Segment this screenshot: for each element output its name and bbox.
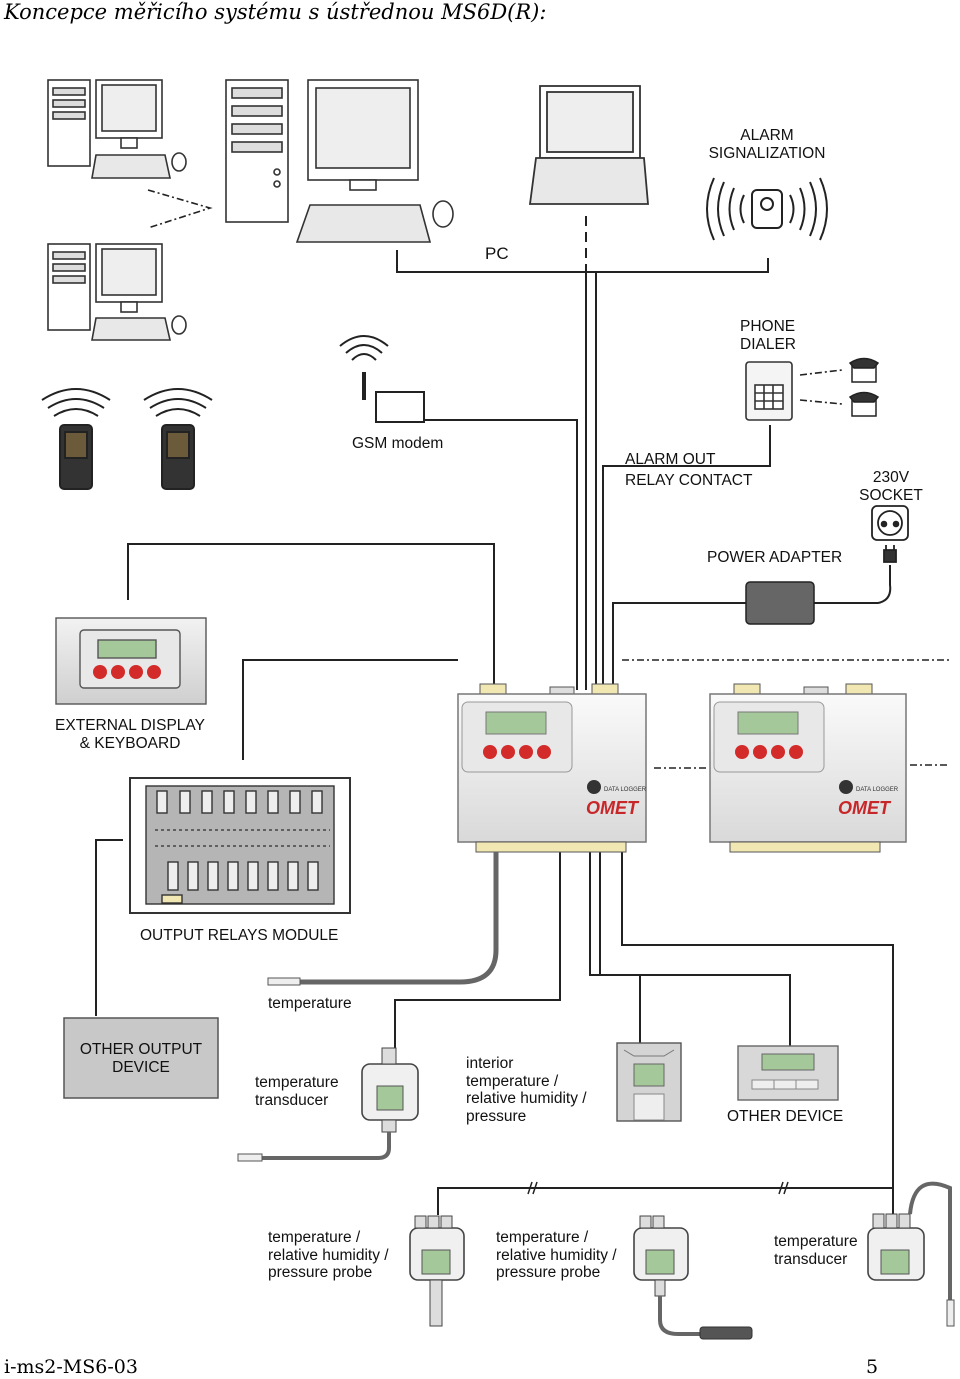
alarm-siren-icon xyxy=(706,177,828,241)
other-device-label: OTHER DEVICE xyxy=(727,1108,844,1125)
gsm-modem-label: GSM modem xyxy=(352,435,444,452)
temperature-transducer xyxy=(237,1047,419,1162)
page-title: Koncepce měřicího systému s ústřednou MS… xyxy=(4,0,547,24)
mobile-phone-icon xyxy=(143,388,213,490)
humidity-probe-1 xyxy=(409,1215,465,1327)
dashed-lines xyxy=(147,189,950,769)
phone-dialer-icon xyxy=(745,361,793,421)
external-display-icon xyxy=(55,617,207,705)
gsm-modem-icon xyxy=(339,335,425,423)
computer-icon xyxy=(47,79,187,179)
interior-sensor xyxy=(616,1042,682,1122)
other-output-device xyxy=(63,1017,219,1099)
power-adapter-label: POWER ADAPTER xyxy=(707,549,843,566)
temperature-label: temperature xyxy=(268,995,352,1012)
output-relays-module xyxy=(129,777,351,914)
mobile-phone-icon xyxy=(41,388,111,490)
connection-lines xyxy=(95,216,894,1215)
telephone-icon xyxy=(848,357,880,383)
humidity-probe-2 xyxy=(633,1215,753,1340)
output-relays-label: OUTPUT RELAYS MODULE xyxy=(140,927,339,944)
footer-doc-id: i-ms2-MS6-03 xyxy=(4,1356,138,1378)
data-logger-label: DATA LOGGER xyxy=(856,787,899,793)
external-display-label: EXTERNAL DISPLAY& KEYBOARD xyxy=(55,717,205,752)
relay-row xyxy=(156,790,323,891)
power-adapter-icon xyxy=(745,581,815,625)
data-logger-main: OMET DATA LOGGER xyxy=(457,683,647,853)
computer-icon xyxy=(225,79,454,243)
footer-page-number: 5 xyxy=(866,1356,879,1378)
brand-logo: OMET xyxy=(586,798,640,818)
break-marks xyxy=(527,1181,789,1195)
data-logger-secondary: OMET DATA LOGGER xyxy=(709,683,907,853)
pc-label: PC xyxy=(485,244,509,263)
other-device xyxy=(737,1045,839,1101)
telephone-icon xyxy=(848,391,880,417)
laptop-icon xyxy=(528,85,649,205)
brand-logo: OMET xyxy=(838,798,892,818)
temperature-probe xyxy=(267,852,499,986)
temperature-transducer-2 xyxy=(867,1181,955,1327)
probe-2-label: temperature /relative humidity /pressure… xyxy=(496,1229,617,1281)
probe-1-label: temperature /relative humidity /pressure… xyxy=(268,1229,389,1281)
computer-icon xyxy=(47,243,187,341)
power-socket-icon xyxy=(871,505,909,563)
data-logger-label: DATA LOGGER xyxy=(604,787,647,793)
